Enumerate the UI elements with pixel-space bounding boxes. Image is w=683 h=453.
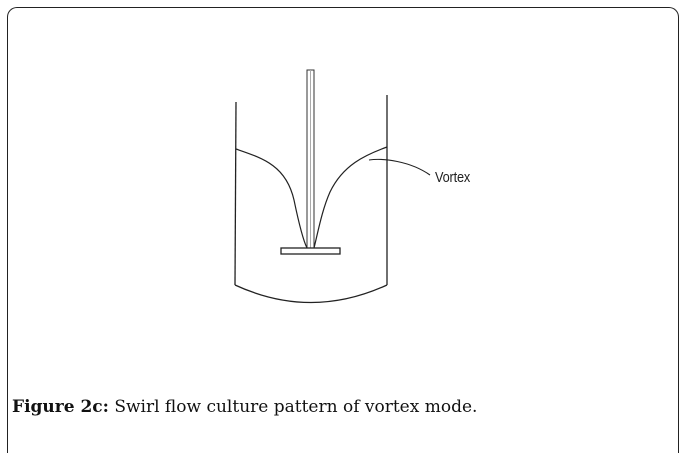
impeller-blade — [280, 247, 341, 255]
vessel-left-wall — [234, 101, 237, 286]
figure-caption: Figure 2c: Swirl flow culture pattern of… — [12, 397, 477, 417]
figure-frame — [7, 7, 679, 453]
vortex-leader-line — [368, 158, 431, 176]
caption-label: Figure 2c: — [12, 397, 109, 417]
vortex-surface-left — [235, 148, 308, 249]
vessel-bottom — [234, 284, 388, 304]
vortex-surface-right — [313, 146, 388, 249]
caption-text: Swirl flow culture pattern of vortex mod… — [108, 397, 478, 417]
vortex-label: Vortex — [435, 169, 471, 186]
